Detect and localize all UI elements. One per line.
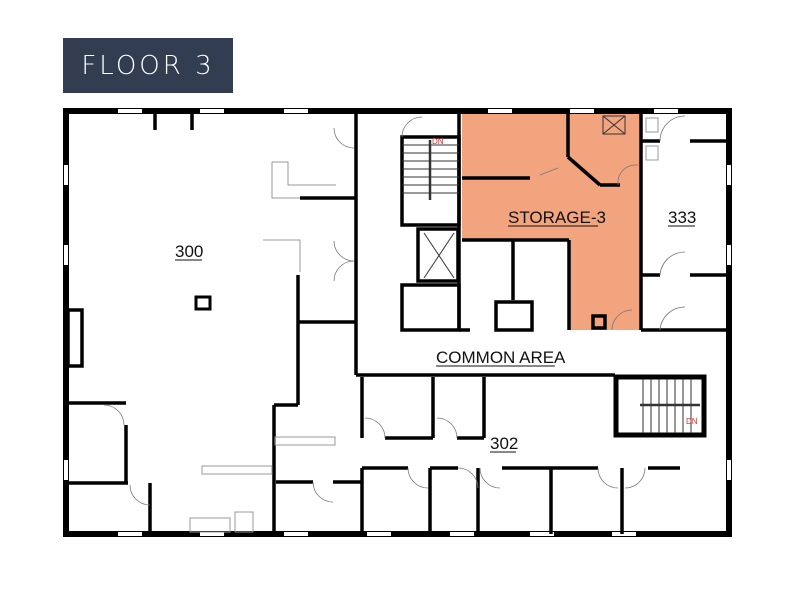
common-area-label: COMMON AREA — [436, 348, 566, 367]
room-300-label: 300 — [175, 242, 203, 261]
room-302-label: 302 — [490, 434, 518, 453]
room-storage-3-area[interactable] — [462, 113, 641, 330]
floor-title-badge: FLOOR 3 — [63, 38, 233, 93]
stair-down-label: DN — [686, 417, 698, 426]
room-333-label: 333 — [668, 208, 696, 227]
floor-title: FLOOR 3 — [81, 50, 215, 81]
room-storage-3-label: STORAGE-3 — [508, 208, 606, 227]
stair-down-label: DN — [432, 137, 444, 146]
